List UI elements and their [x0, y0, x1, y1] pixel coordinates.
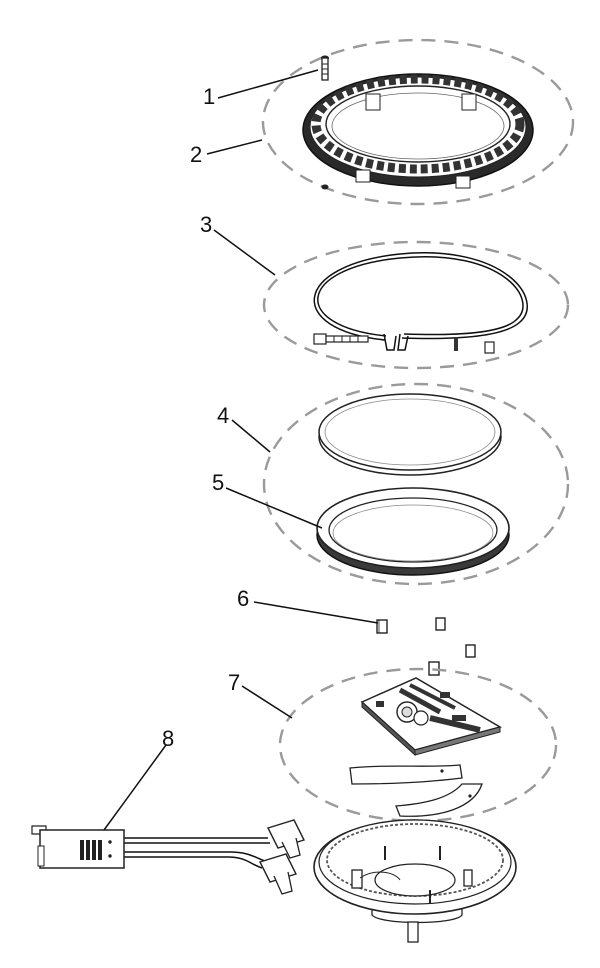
- spacer-parts: [376, 617, 476, 676]
- clamp-pin-part: [454, 337, 458, 351]
- connector-lower-part: [259, 853, 297, 895]
- part-group-7: [278, 667, 558, 823]
- insulator-sheet-lower-part: [395, 783, 483, 817]
- connector-upper-part: [267, 819, 305, 859]
- callout-7: 7: [228, 670, 240, 695]
- gasket-part: [316, 487, 510, 576]
- callout-8: 8: [162, 726, 174, 751]
- callout-1: 1: [203, 84, 215, 109]
- part-group-4-5: [262, 382, 570, 586]
- screw-part: [321, 55, 329, 81]
- small-o-ring-part: [321, 184, 329, 190]
- callout-4: 4: [217, 403, 229, 428]
- dashed-outline-group-4-5: [262, 382, 570, 586]
- circuit-board-part: [360, 677, 502, 757]
- housing-part: [313, 819, 517, 943]
- lens-part: [318, 393, 502, 476]
- cable-harness-part: [31, 819, 305, 895]
- clamp-bolt-part: [313, 333, 369, 345]
- callout-5: 5: [212, 470, 224, 495]
- clamp-nut-part: [484, 341, 495, 354]
- callout-numbers: 1 2 3 4 5 6 7 8: [162, 84, 249, 751]
- dashed-outline-group-1-2: [261, 38, 575, 206]
- callout-2: 2: [190, 142, 202, 167]
- clamp-band-part: [313, 252, 528, 351]
- dashed-outline-group-3: [262, 240, 570, 370]
- part-group-1-2: [261, 38, 575, 206]
- part-group-3: [262, 240, 570, 370]
- callout-6: 6: [237, 586, 249, 611]
- insulator-sheet-upper-part: [349, 764, 463, 785]
- leader-lines: [103, 69, 379, 831]
- face-ring-part: [302, 73, 534, 189]
- callout-3: 3: [200, 212, 212, 237]
- driver-module-part: [31, 825, 125, 869]
